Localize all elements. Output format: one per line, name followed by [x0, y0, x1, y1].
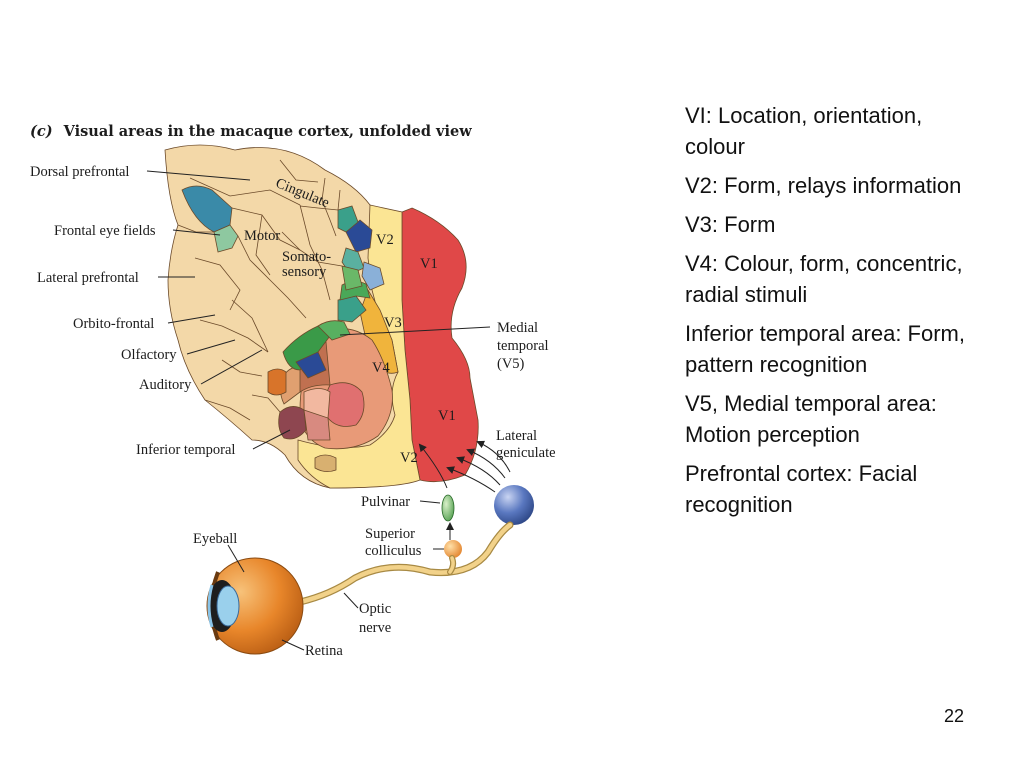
superior-colliculus-label-2: colliculus [365, 543, 422, 559]
point-inferior-temporal: Inferior temporal area: Form, pattern re… [685, 321, 965, 377]
somatosensory-label-1: Somato- [282, 249, 331, 265]
point-prefrontal: Prefrontal cortex: Facial recognition [685, 461, 918, 517]
dorsal-prefrontal-label: Dorsal prefrontal [30, 164, 129, 180]
v3-label: V3 [384, 315, 402, 331]
point-v1: VI: Location, orientation, colour [685, 103, 923, 159]
it-small-tan-patch [314, 454, 337, 472]
v1-bottom-label: V1 [438, 408, 456, 424]
optic-nerve [296, 521, 514, 606]
superior-colliculus-nucleus [444, 540, 462, 558]
green-patch-4 [341, 265, 363, 291]
point-v2: V2: Form, relays information [685, 173, 962, 198]
medial-temporal-label-1: Medial [497, 320, 538, 336]
point-v4: V4: Colour, form, concentric, radial sti… [685, 251, 963, 307]
lateral-geniculate-label-1: Lateral [496, 428, 537, 444]
olfactory-label: Olfactory [121, 347, 177, 363]
superior-colliculus-label-1: Superior [365, 526, 415, 542]
lateral-geniculate-nucleus [494, 485, 534, 525]
v1-top-label: V1 [420, 256, 438, 272]
medial-temporal-label-3: (V5) [497, 356, 525, 372]
medial-temporal-label-2: temporal [497, 338, 549, 354]
macaque-cortex-figure: (c) Visual areas in the macaque cortex, … [30, 123, 556, 659]
v1-region [401, 207, 479, 483]
teal-patch-2 [337, 205, 359, 233]
somatosensory-label-2: sensory [282, 264, 327, 280]
eyeball [206, 557, 304, 655]
v2-bottom-label: V2 [400, 450, 418, 466]
lateral-prefrontal-label: Lateral prefrontal [37, 270, 139, 286]
functions-list: VI: Location, orientation, colour V2: Fo… [685, 100, 985, 528]
retina-label: Retina [305, 643, 343, 659]
eyeball-label: Eyeball [193, 531, 237, 547]
projection-arrows [418, 440, 511, 540]
lateral-geniculate-label-2: geniculate [496, 445, 556, 461]
optic-nerve-label-1: Optic [359, 601, 391, 617]
motor-label: Motor [244, 228, 280, 244]
point-v5: V5, Medial temporal area: Motion percept… [685, 391, 937, 447]
v4-label: V4 [372, 360, 390, 376]
orbito-frontal-label: Orbito-frontal [73, 316, 154, 332]
figure-title: (c) Visual areas in the macaque cortex, … [30, 123, 472, 140]
optic-nerve-label-2: nerve [359, 620, 391, 636]
slide-number: 22 [943, 706, 964, 726]
frontal-eye-fields-region [181, 185, 233, 233]
pulvinar-label: Pulvinar [361, 494, 410, 510]
it-orange-patch [267, 368, 287, 396]
it-rose-patch [303, 409, 331, 441]
auditory-label: Auditory [139, 377, 192, 393]
frontal-eye-fields-label: Frontal eye fields [54, 223, 156, 239]
navy-patch-1 [295, 351, 327, 379]
cortex-map: Cingulate Motor Somato- sensory V2 V1 V3… [164, 144, 479, 489]
inferior-temporal-label: Inferior temporal [136, 442, 235, 458]
it-dark-patch [278, 406, 307, 440]
it-pink-patch [325, 382, 365, 427]
green-patch-1 [282, 325, 331, 371]
point-v3: V3: Form [685, 212, 776, 237]
blue-patch [361, 261, 385, 291]
pulvinar-nucleus [441, 494, 455, 522]
frontal-green-region [213, 224, 239, 253]
v2-top-label: V2 [376, 232, 394, 248]
